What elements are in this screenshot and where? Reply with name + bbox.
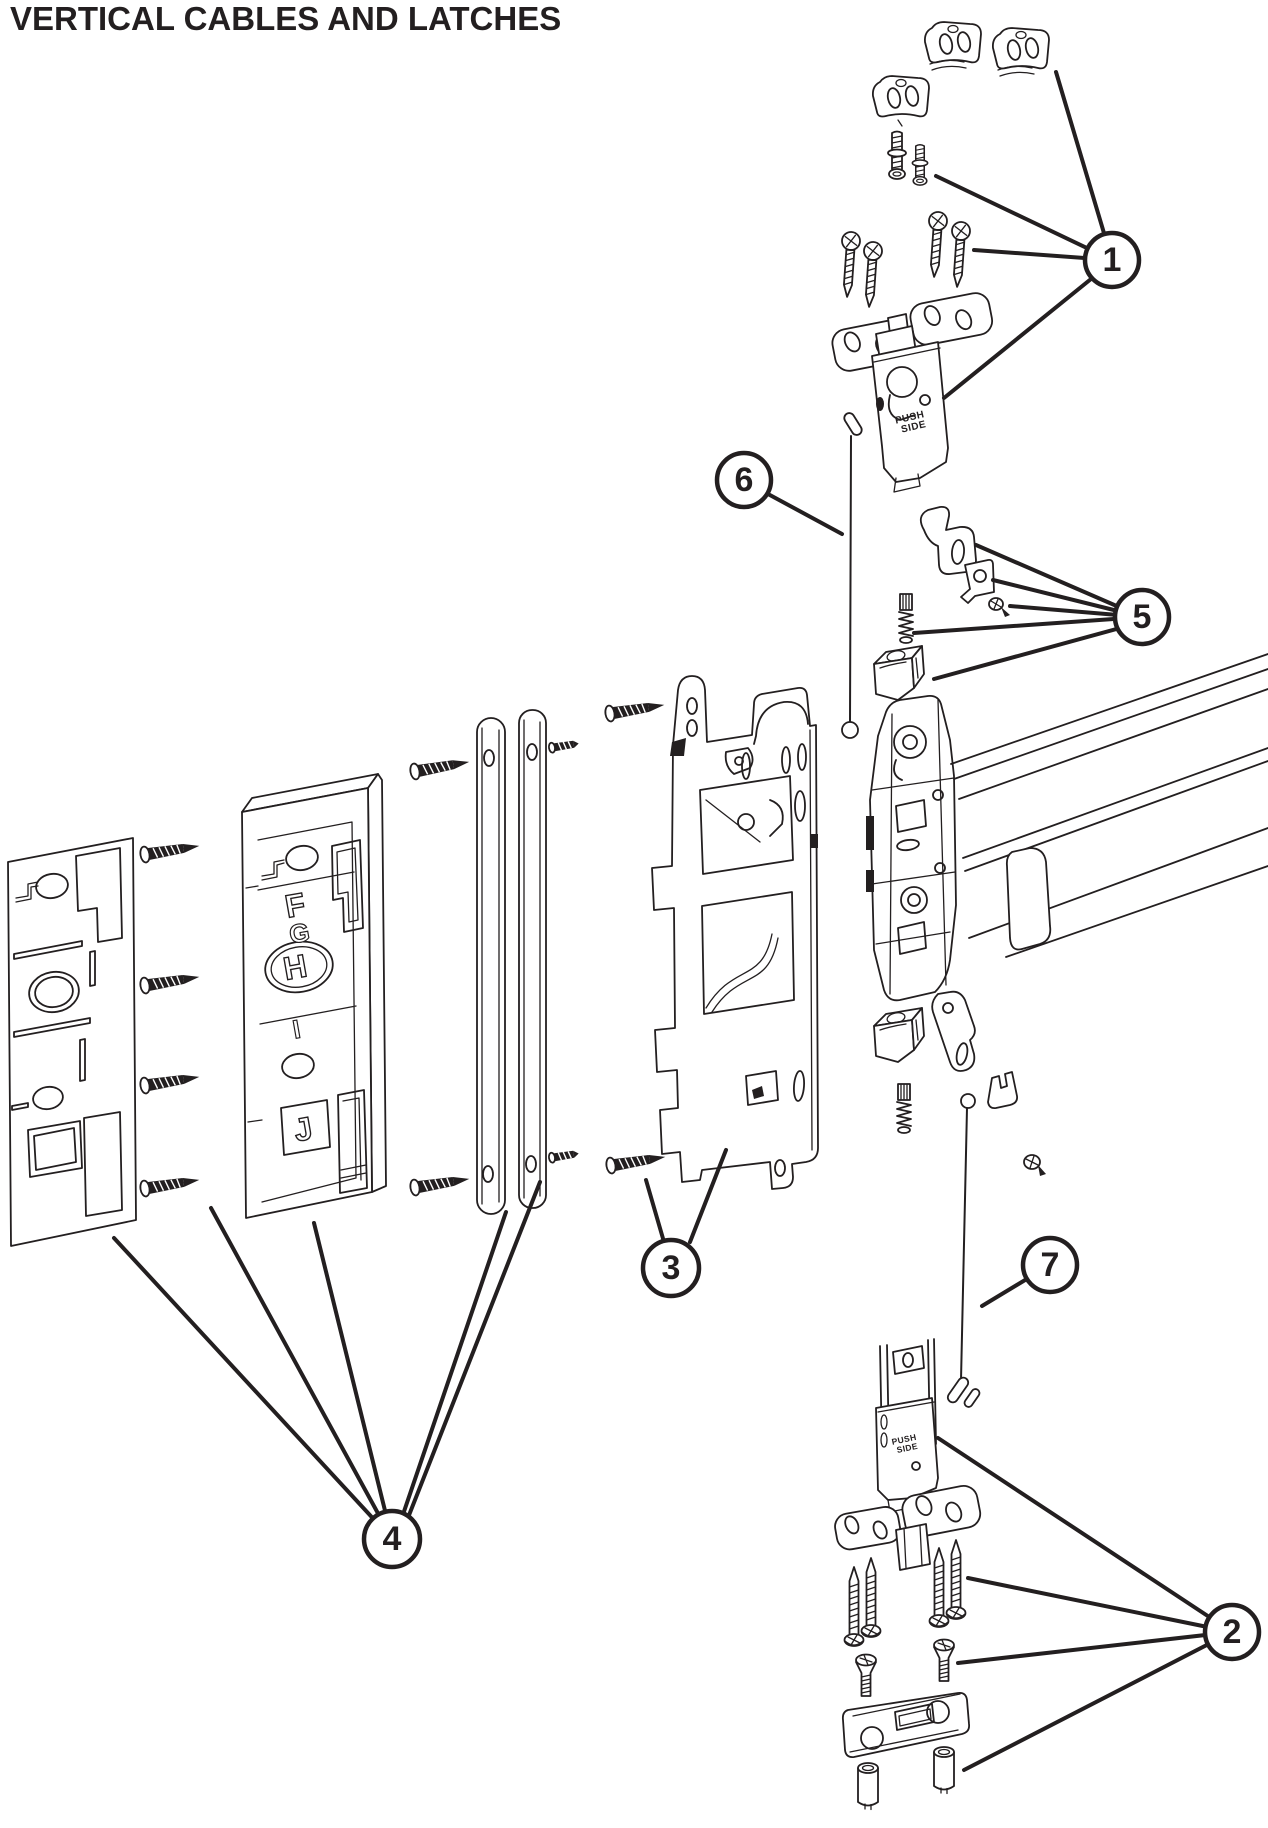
release-lever bbox=[931, 990, 976, 1072]
machine-screw bbox=[911, 143, 929, 186]
lower-linkage-group bbox=[873, 990, 1046, 1176]
wood-screw bbox=[924, 210, 949, 279]
svg-text:4: 4 bbox=[383, 1520, 402, 1558]
wood-screw bbox=[945, 1539, 967, 1620]
hook-clip bbox=[919, 506, 977, 575]
push-bar bbox=[950, 653, 1268, 958]
strike-shim-plate bbox=[923, 21, 982, 71]
strike-plate bbox=[841, 1691, 971, 1759]
spring-stud bbox=[896, 1083, 912, 1134]
machine-screw bbox=[933, 1638, 955, 1682]
wood-screw bbox=[928, 1547, 950, 1628]
callout-6: 6 bbox=[714, 450, 774, 510]
top-latch-group: PUSH SIDE bbox=[831, 21, 1050, 493]
latch-housing-block bbox=[873, 645, 925, 701]
callout-3: 3 bbox=[640, 1237, 702, 1299]
side-tab bbox=[866, 870, 874, 892]
svg-text:3: 3 bbox=[662, 1249, 681, 1287]
push-side-label-top: PUSH SIDE bbox=[894, 408, 931, 436]
latch-housing-block bbox=[873, 1007, 925, 1063]
page-title: VERTICAL CABLES AND LATCHES bbox=[10, 0, 562, 37]
callout-5: 5 bbox=[1112, 587, 1172, 647]
mounting-screw bbox=[408, 753, 472, 782]
spacer-cylinder bbox=[857, 1762, 879, 1811]
wood-screw bbox=[860, 1557, 882, 1638]
strike-shim-plate bbox=[991, 27, 1050, 77]
lower-cable bbox=[946, 1093, 981, 1408]
spacer-cylinder bbox=[933, 1746, 955, 1795]
callout-4: 4 bbox=[361, 1508, 423, 1570]
top-latch-assembly: PUSH SIDE bbox=[831, 292, 994, 493]
spacer-shim bbox=[518, 709, 547, 1209]
svg-text:5: 5 bbox=[1133, 598, 1152, 636]
small-screw bbox=[1023, 1154, 1046, 1176]
set-screw-stub bbox=[547, 1147, 581, 1164]
exit-device-body bbox=[866, 695, 957, 1002]
svg-text:2: 2 bbox=[1223, 1613, 1242, 1651]
machine-screw bbox=[887, 130, 907, 180]
fork-clip bbox=[987, 1071, 1019, 1110]
wood-screw bbox=[859, 240, 884, 309]
machine-screw bbox=[855, 1653, 877, 1697]
wood-screw bbox=[837, 230, 862, 299]
small-screw bbox=[988, 597, 1010, 617]
spacer-shim bbox=[476, 717, 506, 1215]
svg-text:1: 1 bbox=[1103, 241, 1122, 279]
bottom-latch-group: PUSH SIDE bbox=[834, 1338, 982, 1811]
spring-stud bbox=[898, 593, 914, 644]
bottom-latch-assembly: PUSH SIDE bbox=[834, 1338, 982, 1571]
mounting-screw bbox=[408, 1170, 472, 1198]
set-screw-stub bbox=[547, 737, 581, 754]
callout-1: 1 bbox=[1082, 230, 1142, 290]
upper-cable bbox=[841, 412, 863, 739]
callout-2: 2 bbox=[1202, 1602, 1262, 1662]
center-mounting-plate bbox=[651, 675, 819, 1190]
callout-7: 7 bbox=[1020, 1235, 1080, 1295]
mounting-screw bbox=[604, 1148, 668, 1176]
cable-bracket bbox=[960, 558, 995, 604]
cutout-template-plate bbox=[7, 837, 137, 1247]
cable-mount-hardware-group bbox=[873, 506, 1010, 701]
template-screws bbox=[138, 837, 202, 1199]
strike-shim-plate bbox=[871, 75, 930, 127]
mounting-screw bbox=[603, 696, 667, 724]
wood-screw bbox=[947, 220, 972, 289]
push-bar-end-cap bbox=[1005, 847, 1052, 951]
plate-letter-g: G bbox=[287, 917, 312, 950]
wood-screw bbox=[843, 1566, 865, 1647]
svg-text:7: 7 bbox=[1041, 1246, 1060, 1284]
svg-text:6: 6 bbox=[735, 461, 754, 499]
latch-template-plate: F G H I J bbox=[241, 773, 387, 1219]
leader-lines bbox=[112, 70, 1234, 1772]
side-tab bbox=[866, 816, 874, 850]
push-side-label-bottom: PUSH SIDE bbox=[891, 1431, 922, 1455]
